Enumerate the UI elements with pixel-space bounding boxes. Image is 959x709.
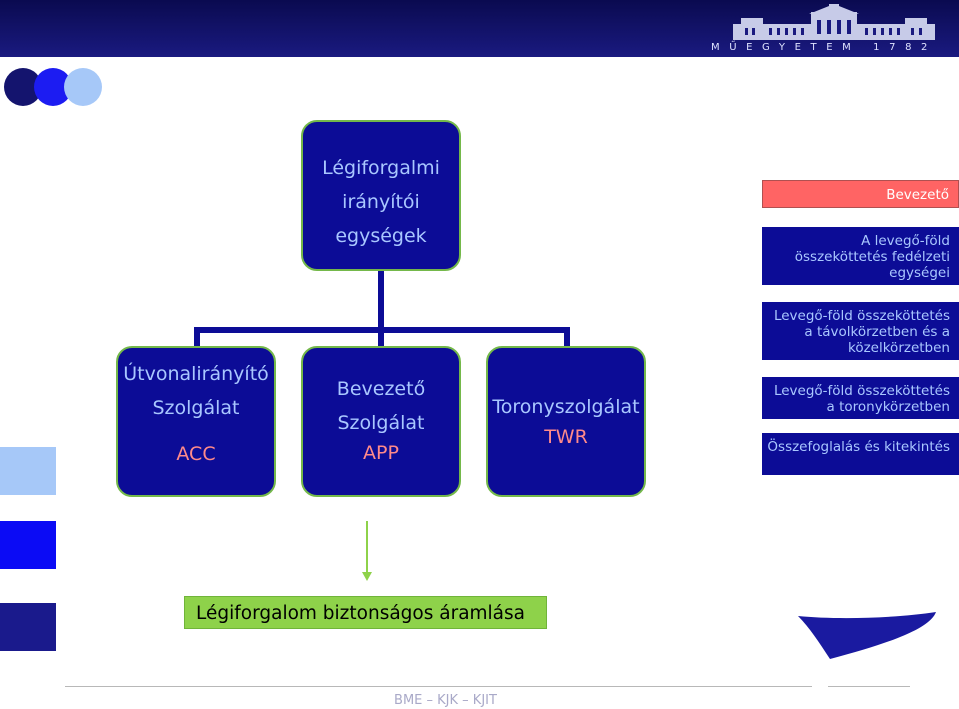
conclusion-label: Légiforgalom biztonságos áramlása: [184, 596, 547, 629]
footer-divider-short: [828, 686, 910, 687]
app-unit-abbr: APP: [363, 442, 399, 464]
menu-item-fedelzeti-egysegek[interactable]: A levegő-föld összeköttetés fedélzeti eg…: [762, 227, 959, 285]
decor-square-blue: [0, 521, 56, 569]
acc-unit-abbr: ACC: [176, 443, 216, 465]
connector-right: [564, 327, 570, 349]
menu-item-toronykorzet[interactable]: Levegő-föld összeköttetés a toronykörzet…: [762, 377, 959, 419]
connector-middle: [378, 327, 384, 349]
swoosh-decoration-icon: [798, 612, 936, 659]
menu-item-bevezeto[interactable]: Bevezető: [762, 180, 959, 208]
root-unit-box: Légiforgalmi irányítói egységek: [301, 120, 461, 271]
app-unit-line-1: Bevezető: [336, 378, 426, 400]
footer-divider: [65, 686, 812, 687]
twr-unit-box: Toronyszolgálat TWR: [486, 346, 646, 497]
decor-square-dark: [0, 603, 56, 651]
root-unit-line-1: Légiforgalmi: [322, 157, 440, 179]
header-bar: MŰEGYETEM 1782: [0, 0, 959, 57]
acc-unit-line-1: Útvonalirányító: [123, 363, 269, 385]
footer-text: BME – KJK – KJIT: [394, 693, 497, 708]
root-unit-line-2: irányítói: [342, 191, 420, 213]
connector-vertical-root: [378, 270, 384, 330]
decor-square-light: [0, 447, 56, 495]
twr-unit-line-1: Toronyszolgálat: [492, 396, 640, 418]
logo-text: MŰEGYETEM 1782: [710, 42, 937, 53]
root-unit-line-3: egységek: [335, 225, 427, 247]
acc-unit-line-2: Szolgálat: [152, 397, 240, 419]
acc-unit-box: Útvonalirányító Szolgálat ACC: [116, 346, 276, 497]
arrow-head-icon: [362, 572, 372, 581]
app-unit-line-2: Szolgálat: [337, 412, 425, 434]
app-unit-box: Bevezető Szolgálat APP: [301, 346, 461, 497]
arrow-down-icon: [366, 521, 368, 573]
decor-circle-light: [64, 68, 102, 106]
twr-unit-abbr: TWR: [544, 426, 588, 448]
menu-item-osszefoglalas[interactable]: Összefoglalás és kitekintés: [762, 433, 959, 475]
connector-left: [194, 327, 200, 349]
university-building-icon: [733, 4, 935, 40]
menu-item-tavolkorzet[interactable]: Levegő-föld összeköttetés a távolkörzetb…: [762, 302, 959, 360]
